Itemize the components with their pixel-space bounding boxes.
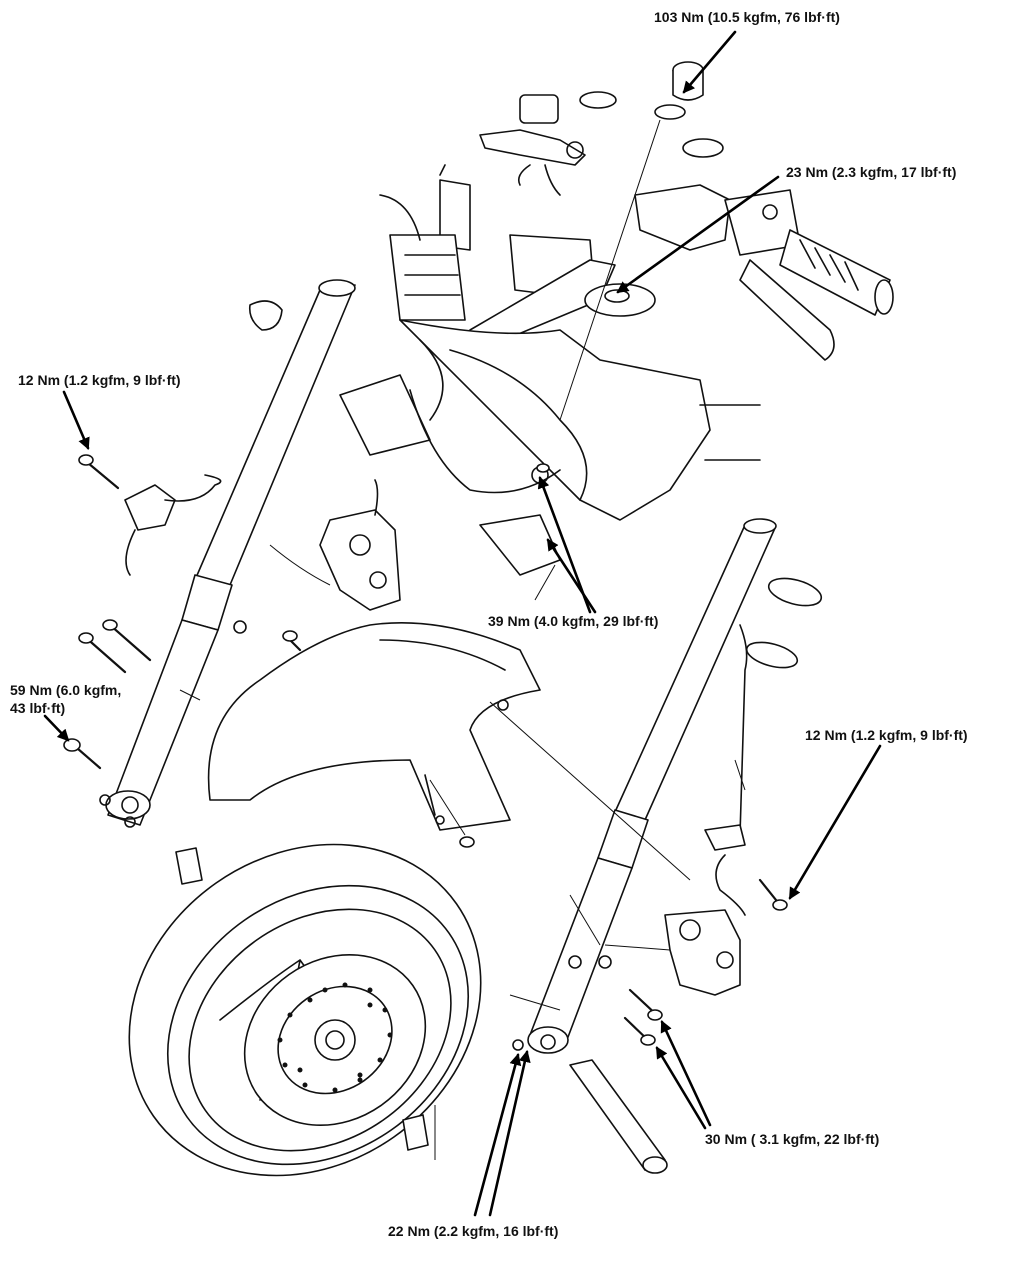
- bolts: [63, 454, 788, 1046]
- right-caliper: [664, 624, 748, 996]
- front-axle: [175, 847, 668, 1174]
- front-axle-torque-line1: 59 Nm (6.0 kgfm,: [10, 682, 122, 698]
- front-axle-torque: 59 Nm (6.0 kgfm, 43 lbf·ft): [10, 681, 140, 717]
- caliper-mounting-bolt-torque: 30 Nm ( 3.1 kgfm, 22 lbf·ft): [705, 1131, 880, 1147]
- right-fork-tube: [512, 518, 777, 1054]
- front-axle-torque-line2: 43 lbf·ft): [10, 700, 66, 716]
- right-grip-assembly: [634, 184, 894, 361]
- left-fork-tube: [99, 279, 356, 828]
- left-caliper: [124, 474, 401, 611]
- fork-pinch-bolt-torque: 39 Nm (4.0 kgfm, 29 lbf·ft): [488, 613, 659, 629]
- callout-arrows: [43, 30, 882, 1217]
- front-fender: [207, 621, 541, 831]
- steering-stem-nut-torque: 103 Nm (10.5 kgfm, 76 lbf·ft): [654, 9, 840, 25]
- front-wheel: [128, 843, 482, 1177]
- fork-washers: [248, 300, 823, 669]
- leader-lines: [179, 544, 746, 1160]
- handlebar-bolt-torque: 23 Nm (2.3 kgfm, 17 lbf·ft): [786, 164, 957, 180]
- axle-pinch-bolt-torque: 22 Nm (2.2 kgfm, 16 lbf·ft): [388, 1223, 559, 1239]
- master-cylinder: [479, 94, 586, 196]
- right-brake-hose-bolt-torque: 12 Nm (1.2 kgfm, 9 lbf·ft): [805, 727, 968, 743]
- left-brake-hose-bolt-torque: 12 Nm (1.2 kgfm, 9 lbf·ft): [18, 372, 181, 388]
- steering-assembly: [339, 164, 761, 576]
